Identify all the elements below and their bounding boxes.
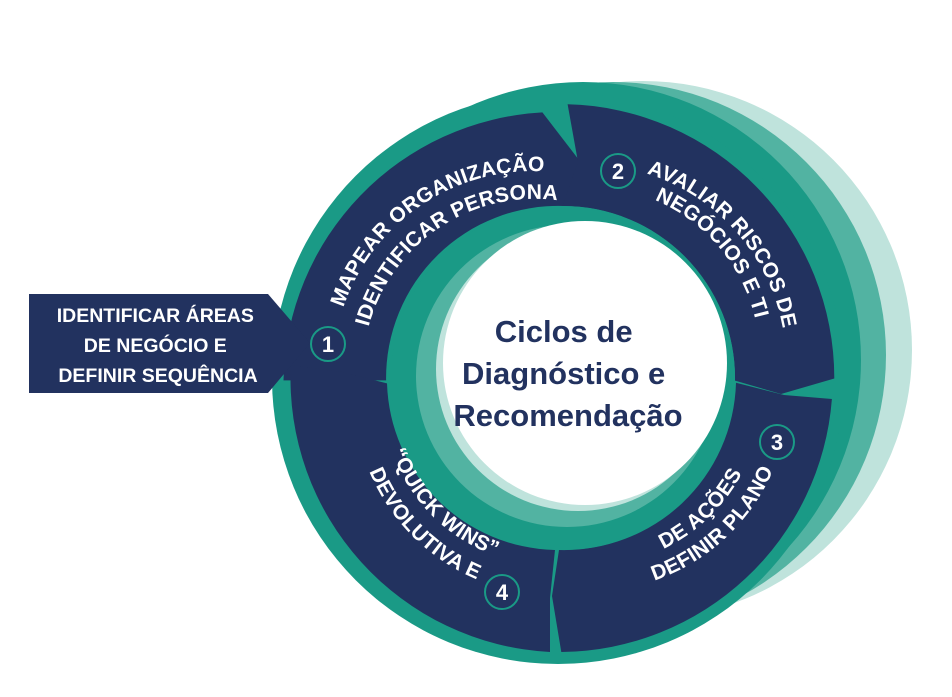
start-callout-line-3: DEFINIR SEQUÊNCIA	[58, 363, 257, 387]
center-title: Ciclos de Diagnóstico e Recomendação	[453, 314, 682, 433]
center-title-line-2: Diagnóstico e	[462, 356, 665, 391]
start-callout-line-1: IDENTIFICAR ÁREAS	[57, 304, 254, 327]
step-badge-3: 3	[759, 424, 795, 460]
step-badge-4: 4	[484, 574, 520, 610]
segment-1	[283, 112, 579, 381]
start-callout-line-2: DE NEGÓCIO E	[84, 333, 227, 357]
step-number-4: 4	[496, 580, 509, 605]
step-badge-1: 1	[310, 326, 346, 362]
step-number-2: 2	[612, 159, 624, 184]
center-hole	[443, 221, 727, 505]
step-number-1: 1	[322, 332, 334, 357]
start-callout-text: IDENTIFICAR ÁREAS DE NEGÓCIO E DEFINIR S…	[57, 304, 260, 387]
center-title-line-1: Ciclos de	[495, 314, 633, 349]
step-badge-2: 2	[600, 153, 636, 189]
center-title-line-3: Recomendação	[453, 398, 682, 433]
start-callout-arrow	[29, 294, 310, 393]
step-number-3: 3	[771, 430, 783, 455]
